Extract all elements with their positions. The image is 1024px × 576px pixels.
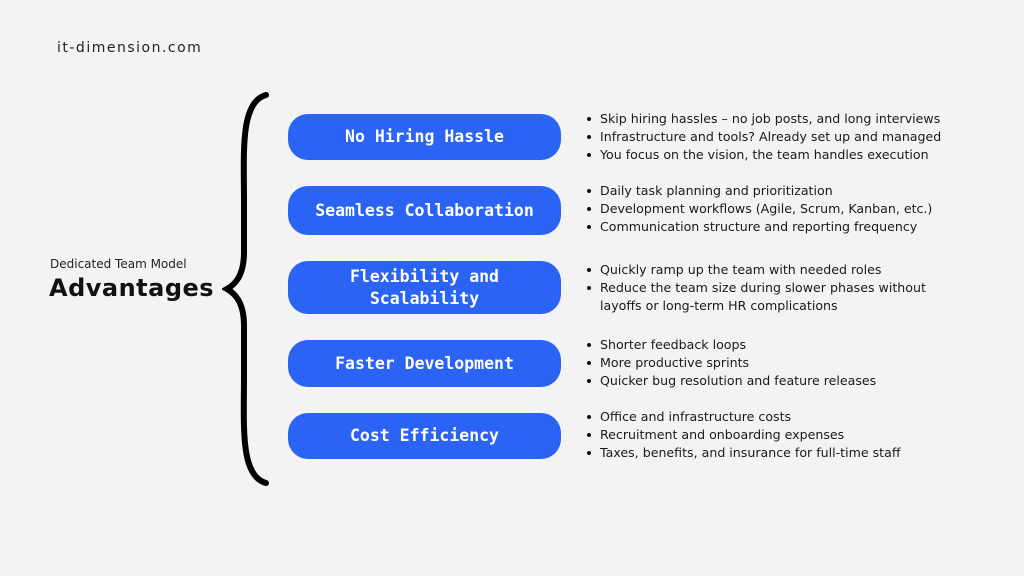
list-item: Daily task planning and prioritization — [584, 182, 984, 200]
advantage-points-faster-development: Shorter feedback loops More productive s… — [584, 336, 984, 391]
advantage-pill-no-hiring-hassle: No Hiring Hassle — [288, 114, 561, 160]
advantage-points-cost-efficiency: Office and infrastructure costs Recruitm… — [584, 408, 984, 463]
list-item: Shorter feedback loops — [584, 336, 984, 354]
advantage-points-no-hiring-hassle: Skip hiring hassles – no job posts, and … — [584, 110, 984, 165]
list-item: Taxes, benefits, and insurance for full-… — [584, 444, 984, 462]
curly-brace — [222, 92, 269, 486]
list-item: Reduce the team size during slower phase… — [584, 279, 969, 315]
brand-url: it-dimension.com — [57, 40, 203, 56]
list-item: Recruitment and onboarding expenses — [584, 426, 984, 444]
list-item: Infrastructure and tools? Already set up… — [584, 128, 984, 146]
advantage-pill-cost-efficiency: Cost Efficiency — [288, 413, 561, 459]
advantage-pill-seamless-collaboration: Seamless Collaboration — [288, 186, 561, 235]
list-item: Office and infrastructure costs — [584, 408, 984, 426]
list-item: Quickly ramp up the team with needed rol… — [584, 261, 969, 279]
diagram-subtitle: Dedicated Team Model — [50, 257, 187, 271]
advantage-pill-faster-development: Faster Development — [288, 340, 561, 387]
list-item: More productive sprints — [584, 354, 984, 372]
list-item: Communication structure and reporting fr… — [584, 218, 984, 236]
list-item: Development workflows (Agile, Scrum, Kan… — [584, 200, 984, 218]
list-item: You focus on the vision, the team handle… — [584, 146, 984, 164]
diagram-title: Advantages — [49, 274, 215, 302]
advantage-points-flexibility-and-scalability: Quickly ramp up the team with needed rol… — [584, 261, 969, 316]
list-item: Quicker bug resolution and feature relea… — [584, 372, 984, 390]
advantage-pill-flexibility-and-scalability: Flexibility and Scalability — [288, 261, 561, 314]
list-item: Skip hiring hassles – no job posts, and … — [584, 110, 984, 128]
advantage-points-seamless-collaboration: Daily task planning and prioritization D… — [584, 182, 984, 237]
